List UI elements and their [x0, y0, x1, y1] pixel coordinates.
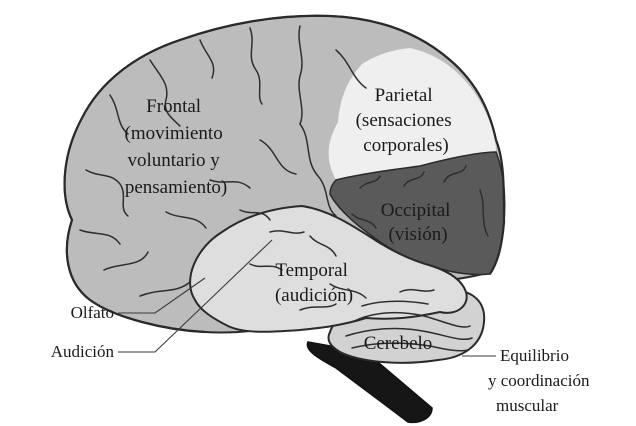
equilibrio-label-line-3: muscular — [496, 396, 559, 415]
occipital-sulci — [351, 165, 489, 237]
parietal-lobe-region — [328, 48, 496, 180]
frontal-label-line-2: (movimiento — [125, 123, 223, 144]
occipital-label-line-2: (visión) — [388, 224, 447, 245]
occipital-label: Occipital (visión) — [381, 200, 455, 245]
temporal-label: Temporal (audición) — [275, 260, 353, 306]
leader-lines — [118, 239, 496, 357]
cerebellum-folia — [345, 300, 473, 352]
temporal-label-line-2: (audición) — [275, 285, 353, 306]
equilibrio-label: Equilibrio y coordinación muscular — [488, 346, 594, 415]
equilibrio-label-line-1: Equilibrio — [500, 346, 569, 365]
cerebellum-label: Cerebelo — [364, 333, 433, 354]
parietal-label-line-2: (sensaciones — [356, 110, 452, 131]
parietal-label-line-3: corporales) — [363, 135, 448, 156]
olfato-label: Olfato — [71, 303, 114, 322]
brain-outline — [63, 14, 506, 334]
audicion-leader — [118, 239, 273, 353]
frontal-label: Frontal (movimiento voluntario y pensami… — [125, 96, 228, 198]
occipital-label-line-1: Occipital — [381, 200, 451, 221]
parietal-label: Parietal (sensaciones corporales) — [356, 85, 457, 156]
temporal-sulci — [249, 230, 435, 311]
frontal-label-line-1: Frontal — [146, 96, 201, 117]
parietal-label-line-1: Parietal — [375, 85, 433, 106]
frontal-label-line-3: voluntario y — [127, 150, 220, 171]
frontal-label-line-4: pensamiento) — [125, 177, 227, 198]
temporal-label-line-1: Temporal — [275, 260, 348, 281]
frontal-sulci — [79, 25, 367, 297]
olfato-leader — [118, 277, 206, 314]
equilibrio-label-line-2: y coordinación — [488, 371, 590, 390]
audicion-label: Audición — [51, 342, 115, 361]
